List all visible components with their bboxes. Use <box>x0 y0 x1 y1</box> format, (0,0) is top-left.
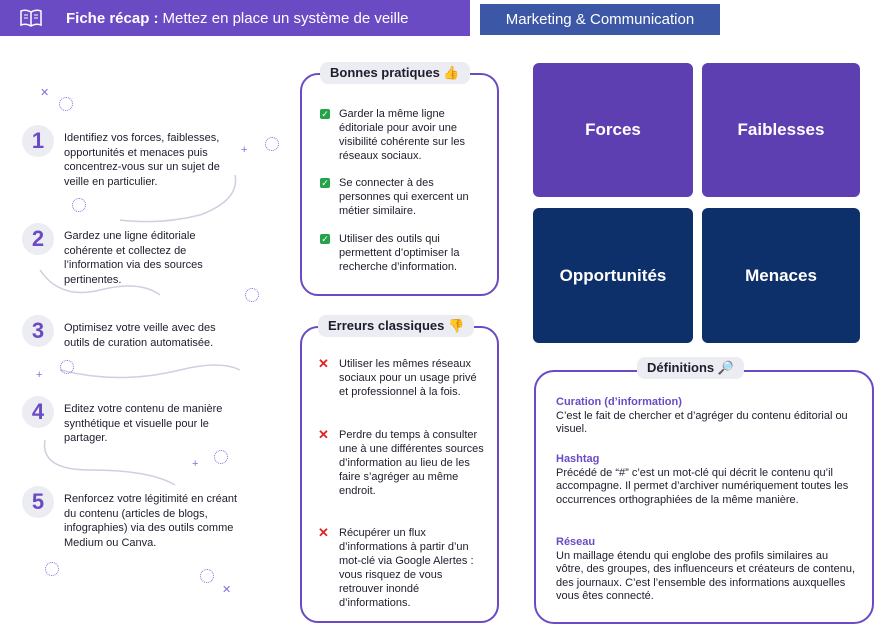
good-practices-title: Bonnes pratiques 👍 <box>320 62 470 84</box>
step-number: 4 <box>22 396 54 428</box>
definitions-box <box>534 370 874 624</box>
step-5: 5 Renforcez votre légitimité en créant d… <box>22 486 239 550</box>
dot-circle-icon <box>245 288 259 302</box>
dot-circle-icon <box>59 97 73 111</box>
step-text: Gardez une ligne éditoriale cohérente et… <box>64 230 203 286</box>
common-mistakes-box <box>300 326 499 623</box>
plus-icon: + <box>192 458 199 470</box>
good-practices-box <box>300 73 499 296</box>
dot-circle-icon <box>214 450 228 464</box>
step-text: Optimisez votre veille avec des outils d… <box>64 322 216 349</box>
book-icon <box>20 9 42 27</box>
check-icon: ✓ <box>320 234 330 244</box>
check-icon: ✓ <box>320 178 330 188</box>
dot-circle-icon <box>265 137 279 151</box>
title-bold: Fiche récap : <box>66 9 159 27</box>
cross-icon: ✕ <box>318 525 329 540</box>
step-number: 2 <box>22 223 54 255</box>
common-mistakes-title: Erreurs classiques 👎 <box>318 315 475 337</box>
definition-hashtag: Hashtag Précédé de “#” c’est un mot-clé … <box>556 453 849 506</box>
list-item: ✓ Utiliser des outils qui permettent d’o… <box>320 233 460 273</box>
cross-icon: ✕ <box>318 356 329 371</box>
step-4: 4 Editez votre contenu de manière synthé… <box>22 396 239 446</box>
page-title: Mettez en place un système de veille <box>162 9 409 27</box>
decorative-lines <box>39 174 241 486</box>
step-number: 1 <box>22 125 54 157</box>
definition-curation: Curation (d’information) C’est le fait d… <box>556 396 848 435</box>
step-1: 1 Identifiez vos forces, faiblesses, opp… <box>22 125 239 189</box>
list-item: ✕ Utiliser les mêmes réseaux sociaux pou… <box>318 356 477 399</box>
swot-faiblesses: Faiblesses <box>702 63 860 197</box>
dot-circle-icon <box>72 198 86 212</box>
step-number: 5 <box>22 486 54 518</box>
step-text: Renforcez votre légitimité en créant du … <box>64 493 238 549</box>
plus-icon: ✕ <box>40 87 50 99</box>
list-item: ✓ Garder la même ligne éditoriale pour a… <box>320 108 465 162</box>
list-item: ✓ Se connecter à des personnes qui exerc… <box>320 177 469 217</box>
step-text: Editez votre contenu de manière synthéti… <box>64 403 223 444</box>
definition-reseau: Réseau Un maillage étendu qui englobe de… <box>556 536 856 602</box>
step-3: 3 Optimisez votre veille avec des outils… <box>22 315 239 350</box>
check-icon: ✓ <box>320 109 330 119</box>
plus-icon: ✕ <box>222 584 232 596</box>
dot-circle-icon <box>200 569 214 583</box>
swot-forces: Forces <box>533 63 693 197</box>
swot-menaces: Menaces <box>702 208 860 343</box>
title-bar: Fiche récap : Mettez en place un système… <box>0 0 470 36</box>
cross-icon: ✕ <box>318 427 329 442</box>
category-badge: Marketing & Communication <box>480 4 720 35</box>
swot-opportunites: Opportunités <box>533 208 693 343</box>
list-item: ✕ Perdre du temps à consulter une à une … <box>318 427 484 498</box>
step-number: 3 <box>22 315 54 347</box>
dot-circle-icon <box>60 360 74 374</box>
definitions-title: Définitions 🔎 <box>637 357 744 379</box>
plus-icon: + <box>241 144 248 156</box>
step-text: Identifiez vos forces, faiblesses, oppor… <box>64 132 220 188</box>
plus-icon: + <box>36 369 43 381</box>
step-2: 2 Gardez une ligne éditoriale cohérente … <box>22 223 239 287</box>
list-item: ✕ Récupérer un flux d’informations à par… <box>318 525 474 610</box>
dot-circle-icon <box>45 562 59 576</box>
